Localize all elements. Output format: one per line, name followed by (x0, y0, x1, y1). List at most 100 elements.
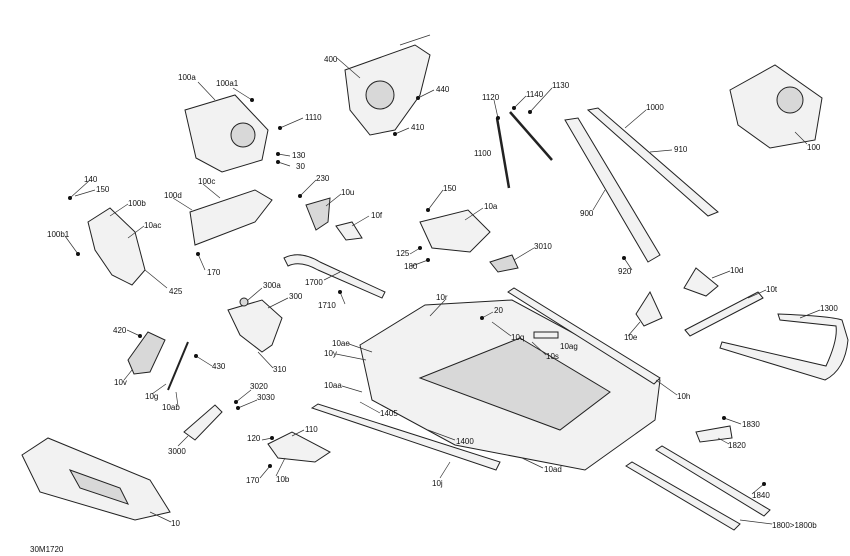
label-100a: 100a (178, 73, 196, 82)
part-10e (635, 290, 663, 327)
label-400: 400 (324, 55, 338, 64)
label-100d: 100d (164, 191, 182, 200)
label-1120: 1120 (482, 93, 500, 102)
label-10ab: 10ab (162, 403, 180, 412)
label-1100: 1100 (474, 149, 492, 158)
drawing-code: 30M1720 (30, 545, 64, 554)
label-425: 425 (169, 287, 183, 296)
label-420: 420 (113, 326, 127, 335)
label-10: 10 (171, 519, 180, 528)
part-1700 (283, 254, 386, 299)
label-3010: 3010 (534, 242, 552, 251)
label-440: 440 (436, 85, 450, 94)
part-10h (507, 287, 661, 385)
label-10h: 10h (677, 392, 690, 401)
label-300a: 300a (263, 281, 281, 290)
label-3030: 3030 (257, 393, 275, 402)
part-300 (227, 297, 283, 353)
label-920: 920 (618, 267, 632, 276)
label-10g: 10g (145, 392, 158, 401)
label-10t: 10t (766, 285, 778, 294)
part-1800 (625, 445, 771, 531)
label-100c: 100c (198, 177, 215, 186)
label-110: 110 (305, 425, 318, 434)
label-10d: 10d (730, 266, 743, 275)
label-30: 30 (296, 162, 305, 171)
label-1800-1800b: 1800>1800b (772, 521, 817, 530)
label-3000: 3000 (168, 447, 186, 456)
label-1710: 1710 (318, 301, 336, 310)
label-1830: 1830 (742, 420, 760, 429)
label-1000: 1000 (646, 103, 664, 112)
part-910 (586, 107, 719, 217)
part-1100 (495, 111, 553, 189)
label-10f: 10f (371, 211, 383, 220)
label-100b: 100b (128, 199, 146, 208)
label-10ad: 10ad (544, 465, 562, 474)
part-10d (683, 267, 719, 297)
label-10e: 10e (624, 333, 638, 342)
label-170-bottom: 170 (246, 476, 260, 485)
part-10g (167, 341, 189, 391)
label-1405: 1405 (380, 409, 398, 418)
label-1400: 1400 (456, 437, 474, 446)
label-230: 230 (316, 174, 330, 183)
label-10q: 10q (511, 333, 524, 342)
label-10ac: 10ac (144, 221, 161, 230)
part-400 (344, 34, 431, 136)
label-310: 310 (273, 365, 287, 374)
part-10t (684, 291, 764, 337)
part-10v (127, 331, 166, 375)
label-1700: 1700 (305, 278, 323, 287)
label-100b1: 100b1 (47, 230, 70, 239)
part-10a (419, 209, 491, 253)
label-125: 125 (396, 249, 410, 258)
label-10r: 10r (436, 293, 448, 302)
label-10j: 10j (432, 479, 443, 488)
label-300: 300 (289, 292, 303, 301)
label-10a: 10a (484, 202, 498, 211)
label-180: 180 (404, 262, 418, 271)
label-130: 130 (292, 151, 306, 160)
label-1840: 1840 (752, 491, 770, 500)
part-10j (310, 403, 501, 471)
label-100a1: 100a1 (216, 79, 239, 88)
part-10u (305, 197, 331, 231)
part-100a (184, 94, 269, 173)
label-1140: 1140 (526, 90, 544, 99)
label-20: 20 (494, 306, 503, 315)
fastener-dots (68, 96, 766, 486)
part-10 (21, 437, 171, 521)
label-900: 900 (580, 209, 594, 218)
label-170-left: 170 (207, 268, 221, 277)
part-100b (87, 207, 146, 286)
part-1820 (695, 425, 733, 443)
label-430: 430 (212, 362, 226, 371)
label-1300: 1300 (820, 304, 838, 313)
part-10f (335, 221, 363, 241)
part-3000 (183, 404, 223, 441)
label-10b: 10b (276, 475, 290, 484)
label-410: 410 (411, 123, 425, 132)
label-100: 100 (807, 143, 821, 152)
label-1110: 1110 (305, 113, 322, 122)
part-100c (189, 189, 273, 246)
label-910: 910 (674, 145, 688, 154)
part-900 (564, 117, 661, 263)
label-10u: 10u (341, 188, 354, 197)
label-3020: 3020 (250, 382, 268, 391)
label-150-left: 150 (96, 185, 110, 194)
label-1130: 1130 (552, 81, 570, 90)
label-140: 140 (84, 175, 98, 184)
label-10v: 10v (114, 378, 127, 387)
part-10ag (533, 331, 559, 339)
label-150-mid: 150 (443, 184, 457, 193)
label-10ag: 10ag (560, 342, 578, 351)
part-3010 (489, 254, 519, 273)
leader-lines (64, 57, 821, 525)
part-1300 (719, 313, 849, 381)
label-1820: 1820 (728, 441, 746, 450)
label-10y: 10y (324, 349, 337, 358)
